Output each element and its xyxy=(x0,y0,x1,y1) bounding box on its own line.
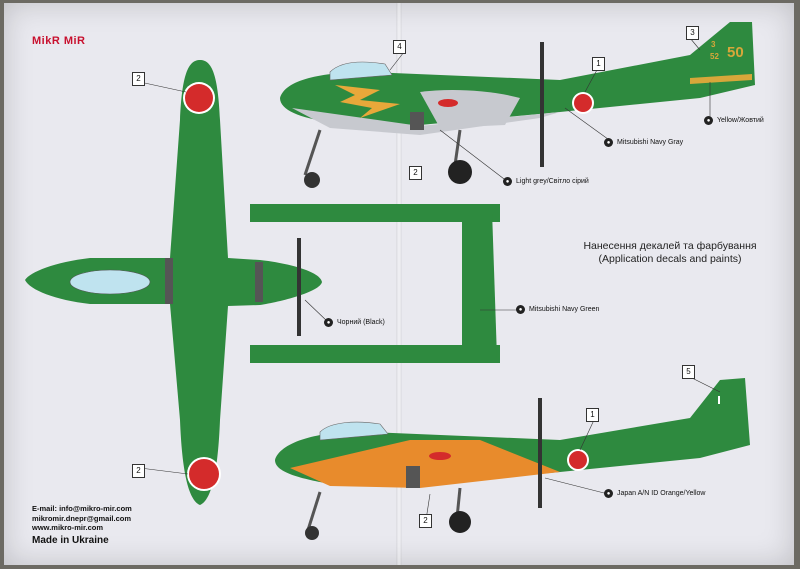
paint-chip-icon: ● xyxy=(604,489,613,498)
callout-badge-2-gear-top: 2 xyxy=(409,166,422,180)
callout-navy-gray: ● Mitsubishi Navy Gray xyxy=(604,138,683,147)
callout-badge-2-wing-top: 2 xyxy=(132,72,145,86)
contact-block: E-mail: info@mikro-mir.com mikromir.dnep… xyxy=(32,504,132,533)
contact-email-2: mikromir.dnepr@gmail.com xyxy=(32,513,132,523)
made-in-label: Made in Ukraine xyxy=(32,535,109,546)
plan-view xyxy=(25,60,500,505)
tail-fraction-top: 3 xyxy=(711,40,716,49)
callout-yellow: ● Yellow/Жовтий xyxy=(704,116,764,125)
page-fold xyxy=(396,3,402,565)
contact-website: www.mikro-mir.com xyxy=(32,523,103,532)
callout-yellow-label: Yellow/Жовтий xyxy=(717,117,764,124)
paint-chip-icon: ● xyxy=(704,116,713,125)
sheet-title: Нанесення декалей та фарбування (Applica… xyxy=(570,240,770,266)
paint-chip-icon: ● xyxy=(604,138,613,147)
side-view-bottom xyxy=(275,378,750,540)
callout-black-label: Чорний (Black) xyxy=(337,319,385,326)
tail-number: 50 xyxy=(727,44,744,61)
brand-name: MikR MiR xyxy=(32,35,86,47)
callout-orange: ● Japan A/N ID Orange/Yellow xyxy=(604,489,705,498)
callout-orange-label: Japan A/N ID Orange/Yellow xyxy=(617,490,706,497)
side-view-top xyxy=(280,22,755,188)
contact-email: E-mail: info@mikro-mir.com xyxy=(32,504,132,513)
brand-logo: MikR MiR xyxy=(32,35,86,47)
paint-chip-icon: ● xyxy=(324,318,333,327)
callout-badge-4: 4 xyxy=(393,40,406,54)
sheet-title-ua: Нанесення декалей та фарбування xyxy=(583,240,757,252)
tail-fraction-bottom: 52 xyxy=(710,52,719,61)
callout-light-grey-label: Light grey/Світло сірий xyxy=(516,178,589,185)
sheet-title-en: (Application decals and paints) xyxy=(598,253,742,265)
callout-badge-2-gear-bottom: 2 xyxy=(419,514,432,528)
callout-badge-1-top: 1 xyxy=(592,57,605,71)
callout-badge-1-bottom: 1 xyxy=(586,408,599,422)
callout-light-grey: ● Light grey/Світло сірий xyxy=(503,177,589,186)
paint-chip-icon: ● xyxy=(516,305,525,314)
callout-navy-green: ● Mitsubishi Navy Green xyxy=(516,305,599,314)
callout-navy-green-label: Mitsubishi Navy Green xyxy=(529,306,600,313)
paint-chip-icon: ● xyxy=(503,177,512,186)
callout-badge-3: 3 xyxy=(686,26,699,40)
callout-black: ● Чорний (Black) xyxy=(324,318,385,327)
callout-badge-5: 5 xyxy=(682,365,695,379)
callout-badge-2-wing-bottom: 2 xyxy=(132,464,145,478)
callout-navy-gray-label: Mitsubishi Navy Gray xyxy=(617,139,684,146)
